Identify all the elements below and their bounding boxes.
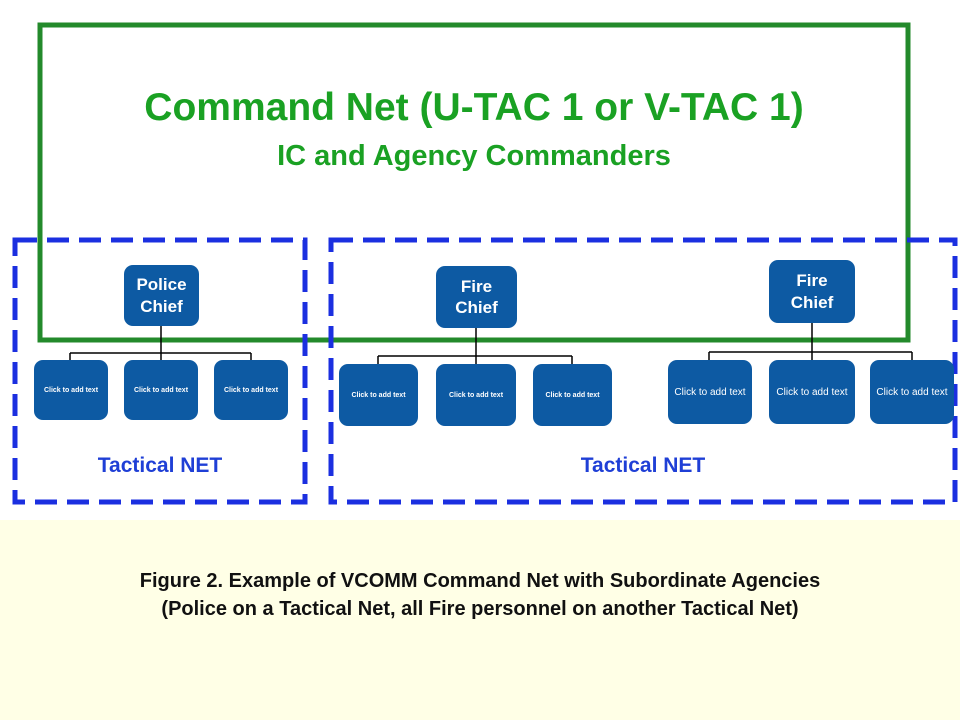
fire-2-subordinate-box-1[interactable]: Click to add text bbox=[668, 360, 752, 424]
fire-chief-1-box[interactable]: Fire Chief bbox=[436, 266, 517, 328]
command-net-border bbox=[37, 22, 911, 343]
fire-2-subordinate-box-3[interactable]: Click to add text bbox=[870, 360, 954, 424]
subordinate-label: Click to add text bbox=[545, 391, 600, 399]
fire-1-subordinate-box-2[interactable]: Click to add text bbox=[436, 364, 516, 426]
subordinate-label: Click to add text bbox=[133, 386, 189, 394]
caption-area: Figure 2. Example of VCOMM Command Net w… bbox=[0, 520, 960, 720]
fire-chief-2-label: Fire Chief bbox=[790, 271, 834, 312]
subordinate-label: Click to add text bbox=[674, 386, 746, 398]
subordinate-label: Click to add text bbox=[351, 391, 406, 399]
fire-chief-1-label: Fire Chief bbox=[455, 276, 498, 317]
police-chief-box[interactable]: Police Chief bbox=[124, 265, 199, 326]
diagram-lines bbox=[12, 22, 958, 505]
fire-chief-2-box[interactable]: Fire Chief bbox=[769, 260, 855, 323]
command-net-title: Command Net (U-TAC 1 or V-TAC 1) bbox=[144, 86, 804, 129]
caption-line-1: Figure 2. Example of VCOMM Command Net w… bbox=[139, 570, 821, 592]
subordinate-label: Click to add text bbox=[776, 386, 848, 398]
fire-chief-1-connectors bbox=[377, 328, 573, 364]
fire-2-subordinate-box-2[interactable]: Click to add text bbox=[769, 360, 855, 424]
subordinate-label: Click to add text bbox=[448, 391, 504, 399]
caption-line-2: (Police on a Tactical Net, all Fire pers… bbox=[161, 598, 799, 620]
diagram: Command Net (U-TAC 1 or V-TAC 1) IC and … bbox=[12, 22, 958, 505]
police-connectors bbox=[69, 326, 252, 360]
fire-1-subordinate-box-1[interactable]: Click to add text bbox=[339, 364, 418, 426]
police-subordinate-box-2[interactable]: Click to add text bbox=[124, 360, 198, 420]
fire-1-subordinate-box-3[interactable]: Click to add text bbox=[533, 364, 612, 426]
tactical-net-fire-label: Tactical NET bbox=[580, 454, 706, 477]
police-chief-label: Police Chief bbox=[136, 275, 187, 316]
subordinate-label: Click to add text bbox=[43, 386, 99, 394]
police-subordinate-box-1[interactable]: Click to add text bbox=[34, 360, 108, 420]
command-net-subtitle: IC and Agency Commanders bbox=[277, 140, 671, 172]
subordinate-label: Click to add text bbox=[223, 386, 279, 394]
tactical-net-police-label: Tactical NET bbox=[97, 454, 223, 477]
tactical-net-police-border bbox=[12, 237, 308, 505]
fire-chief-2-connectors bbox=[708, 323, 913, 360]
tactical-net-fire-border bbox=[328, 237, 958, 505]
subordinate-label: Click to add text bbox=[876, 386, 948, 398]
police-subordinate-box-3[interactable]: Click to add text bbox=[214, 360, 288, 420]
